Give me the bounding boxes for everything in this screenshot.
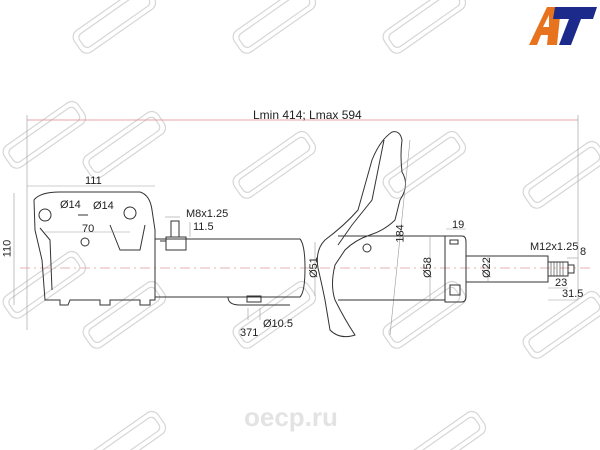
tube-diameter-label: Ø58 bbox=[421, 257, 434, 278]
top-bolt-length-label: 11.5 bbox=[193, 221, 214, 233]
bracket-width-label: 111 bbox=[85, 175, 102, 187]
small-hole-label: Ø10.5 bbox=[263, 318, 293, 330]
hole-spacing-label: 70 bbox=[82, 223, 95, 235]
hole-2-label: Ø14 bbox=[93, 200, 114, 212]
rod-diameter-label: Ø22 bbox=[480, 257, 493, 278]
rod-thread-label: M12x1.25 bbox=[530, 241, 579, 253]
cap-width-label: 19 bbox=[452, 219, 465, 231]
total-length-label: Lmin 414; Lmax 594 bbox=[253, 108, 362, 122]
top-bolt-thread-label: M8x1.25 bbox=[186, 208, 229, 220]
spring-seat-height-label: 184 bbox=[394, 224, 407, 243]
bracket-height-label: 110 bbox=[1, 239, 14, 258]
thread-length-label: 23 bbox=[555, 277, 568, 289]
hole-1-label: Ø14 bbox=[60, 199, 81, 211]
at-logo-icon bbox=[529, 7, 597, 45]
body-diameter-label: Ø51 bbox=[307, 257, 320, 278]
lower-distance-label: 371 bbox=[240, 327, 259, 339]
thread-tip-label: 8 bbox=[580, 246, 587, 258]
oecp-watermark: oecp.ru bbox=[244, 402, 338, 432]
rod-end-length-label: 31.5 bbox=[562, 288, 584, 300]
